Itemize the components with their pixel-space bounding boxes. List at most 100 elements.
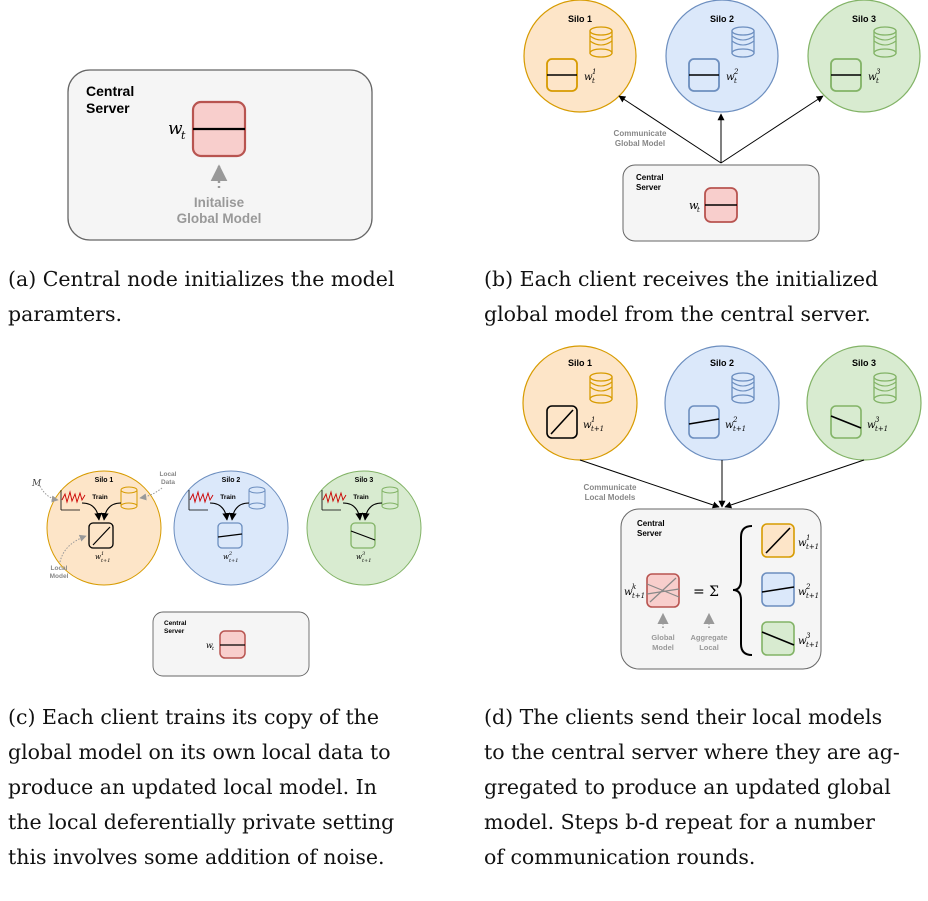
local-model-label: Model [50, 573, 69, 580]
local-data-label: Data [161, 479, 175, 486]
caption-line: global model from the central server. [484, 302, 871, 326]
sum-operator: = Σ [693, 584, 719, 600]
weight-superscript: 2 [805, 583, 811, 591]
silo-1: Silo 1 w 1 t+1 [522, 345, 638, 461]
weight-label: w [584, 72, 593, 83]
caption-line: this involves some addition of noise. [8, 845, 385, 869]
weight-superscript: 3 [806, 632, 811, 640]
train-label: Train [353, 494, 369, 501]
silo-label: Silo 1 [568, 358, 592, 368]
silo-label: Silo 3 [355, 477, 374, 484]
silo-label: Silo 1 [95, 477, 114, 484]
train-arrow [228, 502, 250, 521]
database-icon [589, 372, 613, 404]
silo-1: Silo 1 w 1 t [523, 0, 637, 113]
weight-subscript: t [734, 77, 737, 85]
caption-d: (d) The clients send their local models … [484, 700, 924, 875]
model-line [217, 533, 243, 538]
model-line [550, 409, 574, 435]
model-line [761, 631, 795, 646]
caption-line: the local deferentially private setting [8, 810, 395, 834]
mechanism-label: M [31, 479, 42, 489]
server-label: Central [164, 620, 187, 627]
communicate-label: Global Model [615, 139, 665, 148]
panel-b: Silo 1 w 1 t Silo 2 w 2 t [523, 0, 921, 242]
database-icon [873, 372, 897, 404]
caption-line: (b) Each client receives the initialized [484, 267, 879, 291]
model-line [92, 526, 111, 546]
weight-subscript: t+1 [591, 425, 604, 433]
silo-label: Silo 1 [568, 14, 592, 24]
caption-line: produce an updated local model. In [8, 775, 377, 799]
weight-label: w [798, 538, 807, 549]
database-icon [731, 26, 755, 58]
weight-label: w [798, 636, 807, 647]
caption-line: (d) The clients send their local models [484, 705, 883, 729]
caption-c: (c) Each client trains its copy of the g… [8, 700, 428, 875]
weight-superscript: 2 [733, 68, 739, 76]
silo-2: Silo 2 w 2 t+1 [664, 345, 780, 461]
silo-label: Silo 2 [710, 358, 734, 368]
communicate-label: Local Models [585, 493, 636, 502]
weight-superscript: 3 [362, 551, 365, 557]
silo-label: Silo 2 [710, 14, 734, 24]
init-label: Global Model [177, 211, 262, 226]
weight-superscript: 3 [875, 416, 880, 424]
weight-superscript: 2 [228, 551, 232, 557]
weight-subscript: t [697, 206, 700, 214]
weight-subscript: t+1 [875, 425, 888, 433]
weight-label: w [356, 553, 362, 561]
communicate-arrow [618, 95, 722, 164]
weight-label: w [223, 553, 229, 561]
panel-c: Silo 1 Train w 1 t+1 M Local Data Local [31, 470, 422, 677]
weight-label: w [868, 72, 877, 83]
weight-subscript: t+1 [362, 558, 371, 564]
global-model-label: Model [652, 643, 674, 652]
panel-d: Silo 1 w 1 t+1 Silo 2 w 2 t+1 [522, 345, 922, 670]
silo-3: Silo 3 Train w 3 t+1 [306, 470, 422, 586]
noisy-data-icon [321, 490, 347, 511]
database-icon [248, 486, 266, 510]
local-data-arrow [139, 487, 163, 501]
noisy-data-icon [188, 490, 214, 511]
server-label: Server [637, 529, 662, 538]
communicate-label: Communicate [584, 483, 637, 492]
weight-subscript: t [592, 77, 595, 85]
weight-subscript: t+1 [733, 425, 746, 433]
train-arrow [361, 502, 383, 521]
silo-label: Silo 2 [222, 477, 241, 484]
database-icon [381, 486, 399, 510]
weight-label: w [726, 72, 735, 83]
weight-label: w [725, 420, 734, 431]
caption-line: gregated to produce an updated global [484, 775, 891, 799]
weight-label: w [689, 199, 699, 212]
weight-label: w [798, 587, 807, 598]
caption-line: model. Steps b-d repeat for a number [484, 810, 875, 834]
train-label: Train [220, 494, 236, 501]
server-label: Server [636, 183, 661, 192]
model-line [350, 530, 376, 541]
caption-b: (b) Each client receives the initialized… [484, 262, 924, 332]
weight-subscript: t+1 [229, 558, 238, 564]
weight-label: w [168, 119, 183, 139]
panel-a: Central Server w t Initalise Global Mode… [67, 69, 373, 241]
model-line [830, 415, 862, 429]
communicate-label: Communicate [614, 129, 667, 138]
caption-line: global model on its own local data to [8, 740, 391, 764]
silo-label: Silo 3 [852, 358, 876, 368]
weight-superscript: 1 [592, 68, 596, 76]
curly-brace [732, 525, 753, 656]
weight-superscript: 1 [591, 416, 595, 424]
database-icon [731, 372, 755, 404]
weight-subscript: t [876, 77, 879, 85]
caption-line: of communication rounds. [484, 845, 756, 869]
local-model-label: Local [51, 565, 68, 572]
weight-subscript: t+1 [806, 641, 819, 649]
database-icon [873, 26, 897, 58]
server-label: Central [637, 519, 665, 528]
server-label: Server [86, 100, 130, 116]
database-icon [120, 486, 138, 510]
database-icon [589, 26, 613, 58]
weight-label: w [867, 420, 876, 431]
